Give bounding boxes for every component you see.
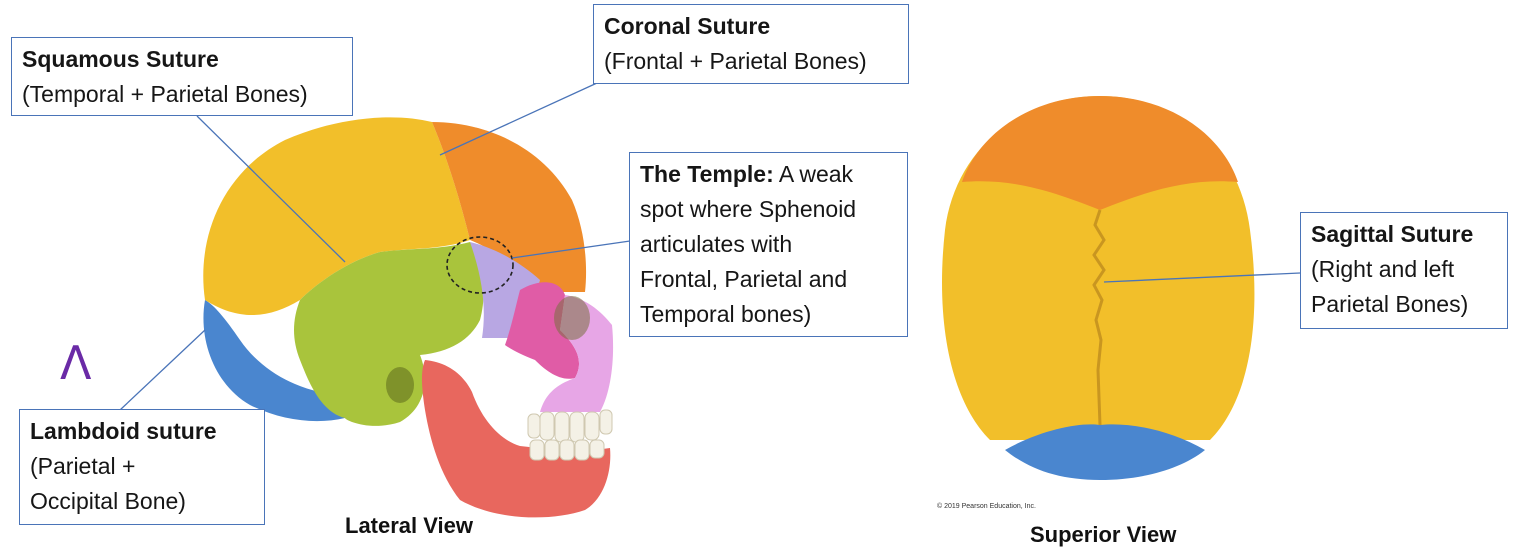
lateral-skull	[203, 117, 614, 518]
orbit	[554, 296, 590, 340]
squamous-suture-label: Squamous Suture (Temporal + Parietal Bon…	[11, 37, 353, 116]
leader-squamous	[196, 115, 346, 263]
lambda-marker: Λ	[60, 336, 92, 390]
temple-circle	[446, 236, 514, 294]
lambdoid-line-2: Occipital Bone)	[30, 488, 186, 514]
leader-coronal	[439, 82, 598, 156]
leader-temple	[511, 240, 631, 259]
coronal-title: Coronal Suture	[604, 13, 771, 39]
frontal-bone	[432, 122, 587, 292]
sagittal-suture-line	[1092, 209, 1106, 426]
leader-sagittal	[1103, 272, 1301, 283]
lambdoid-suture-label: Lambdoid suture (Parietal + Occipital Bo…	[19, 409, 265, 525]
coronal-body: (Frontal + Parietal Bones)	[604, 48, 867, 74]
temple-label: The Temple: A weak spot where Sphenoid a…	[629, 152, 908, 337]
ear-canal	[386, 367, 414, 403]
temple-line-2: articulates with	[640, 231, 793, 257]
maxilla-bone	[540, 295, 614, 412]
squamous-body: (Temporal + Parietal Bones)	[22, 81, 308, 107]
lambdoid-line-1: (Parietal +	[30, 453, 136, 479]
lambdoid-title: Lambdoid suture	[30, 418, 217, 444]
sagittal-line-1: (Right and left	[1311, 256, 1455, 282]
sagittal-suture-label: Sagittal Suture (Right and left Parietal…	[1300, 212, 1508, 329]
sagittal-title: Sagittal Suture	[1311, 221, 1474, 247]
coronal-suture-label: Coronal Suture (Frontal + Parietal Bones…	[593, 4, 909, 84]
squamous-title: Squamous Suture	[22, 46, 219, 72]
superior-frontal	[962, 96, 1238, 210]
temple-title: The Temple:	[640, 161, 774, 187]
superior-occipital	[1005, 424, 1205, 480]
temporal-bone	[294, 242, 484, 426]
temple-body-inline: A weak	[773, 161, 854, 187]
teeth	[527, 409, 613, 443]
superior-view-caption: Superior View	[1030, 522, 1177, 547]
occipital-bone	[203, 300, 345, 422]
parietal-bone	[203, 117, 471, 316]
temple-line-1: spot where Sphenoid	[640, 196, 857, 222]
temple-line-3: Frontal, Parietal and	[640, 266, 848, 292]
lateral-view-caption: Lateral View	[345, 513, 473, 538]
superior-skull	[942, 96, 1255, 480]
sagittal-line-2: Parietal Bones)	[1311, 291, 1469, 317]
leader-lambdoid	[119, 329, 206, 411]
mandible-bone	[421, 360, 611, 518]
copyright-credit: © 2019 Pearson Education, Inc.	[937, 503, 1036, 510]
temple-line-4: Temporal bones)	[640, 301, 812, 327]
leader-lines	[119, 82, 1301, 411]
